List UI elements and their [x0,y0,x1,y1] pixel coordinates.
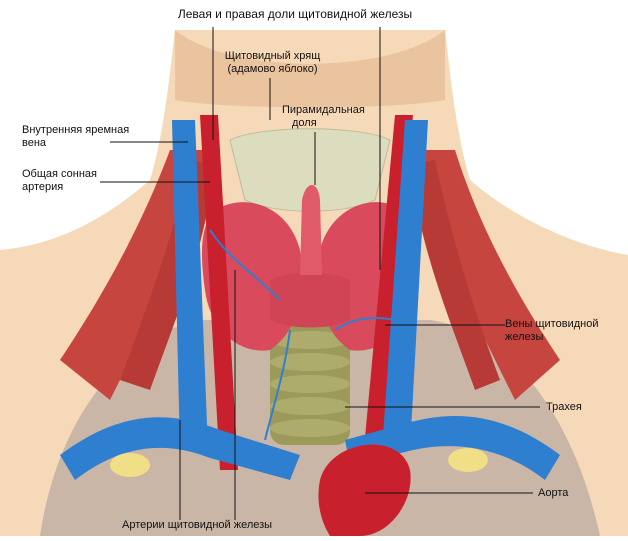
right-neck-muscle [420,150,560,400]
thyroid-isthmus [270,272,350,328]
label-pyramidal-1: Пирамидальная [282,104,365,116]
label-thyroid-cartilage-1: Щитовидный хрящ [224,50,321,62]
thyroid-pyramidal-lobe [300,185,322,275]
trachea-shape [270,325,350,445]
label-thyroid-lobes: Левая и правая доли щитовидной железы [177,7,413,21]
label-thyroid-veins-1: Вены щитовидной [505,318,599,330]
aortic-arch [318,444,411,536]
left-neck-muscle [60,150,205,400]
left-clavicle [110,453,150,477]
right-brachiocephalic-vein [345,416,560,480]
label-carotid-1: Общая сонная [22,168,98,180]
thyroid-vein-branch-right [334,317,396,331]
leader-lines [100,27,540,520]
label-thyroid-veins-2: железы [505,331,544,343]
label-pyramidal-2: доля [292,117,317,129]
left-carotid-artery [200,115,238,470]
right-jugular-vein [382,120,428,450]
label-thyroid-arteries: Артерии щитовидной железы [122,519,273,531]
thyroid-vein-branch-lower [264,329,291,441]
label-thyroid-cartilage-2: (адамово яблоко) [227,63,318,75]
label-trachea: Трахея [546,401,582,413]
label-jugular-2: вена [22,137,47,149]
right-neck-muscle-inner [410,160,500,390]
right-clavicle [448,448,488,472]
label-carotid-2: артерия [22,181,64,193]
left-jugular-vein [172,120,208,450]
thyroid-cartilage [229,128,391,212]
thyroid-vein-branch-left [209,229,281,301]
label-jugular-1: Внутренняя яремная [22,124,130,136]
label-aorta: Аорта [538,487,569,499]
chin-shadow [175,30,445,108]
